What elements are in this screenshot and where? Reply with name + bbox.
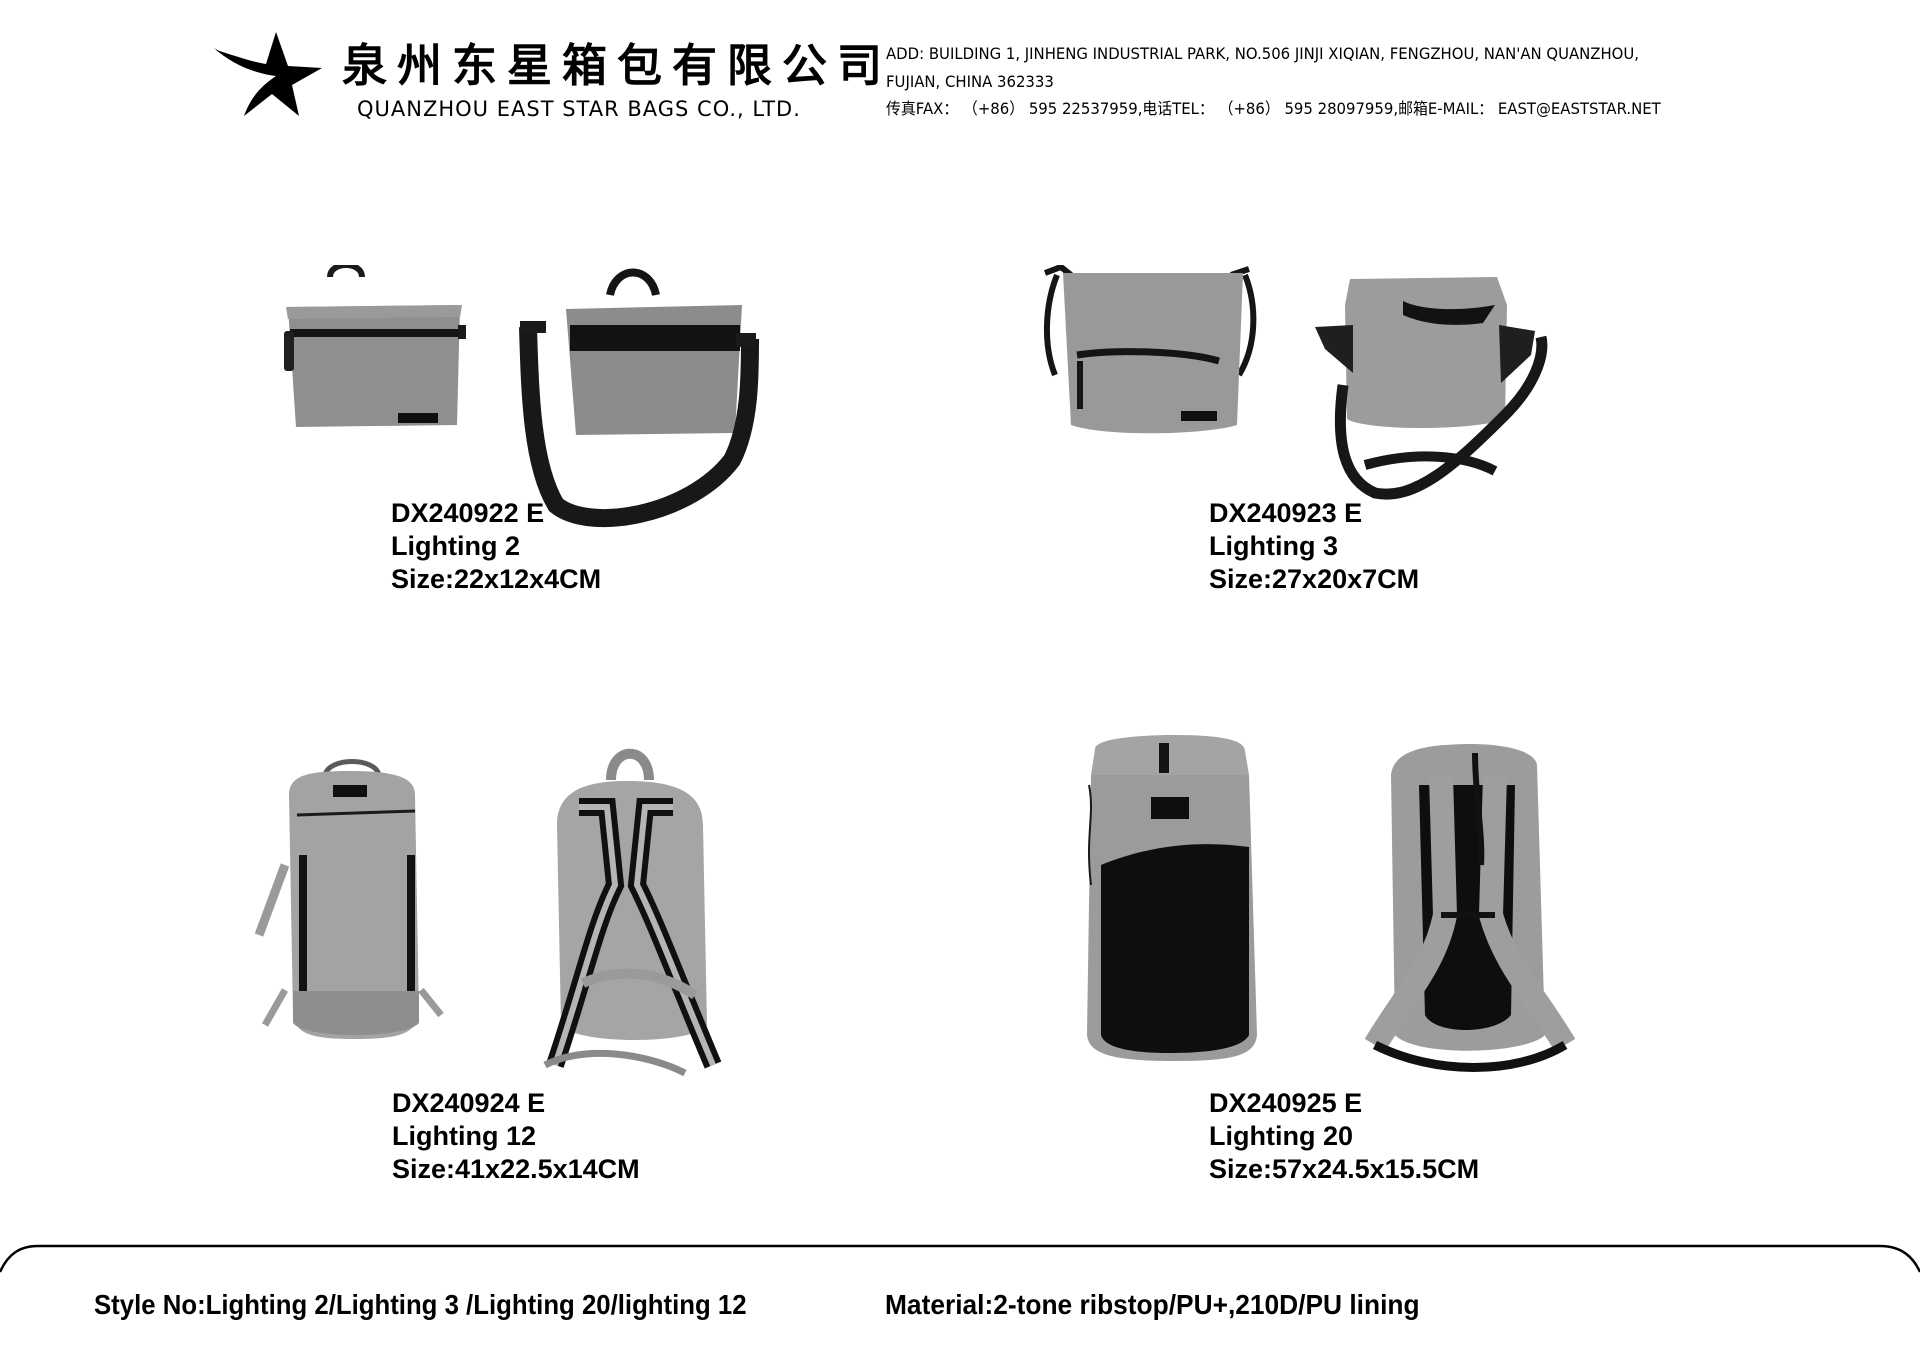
product-size: Size:22x12x4CM (391, 564, 602, 594)
company-name-en: QUANZHOU EAST STAR BAGS CO., LTD. (357, 97, 801, 121)
product-size: Size:41x22.5x14CM (392, 1154, 640, 1184)
product-code: DX240925 E (1209, 1088, 1363, 1118)
address-line-2: FUJIAN, CHINA 362333 (886, 71, 1054, 91)
product-name: Lighting 12 (392, 1121, 536, 1151)
product-info-lighting-20: DX240925 E Lighting 20 Size:57x24.5x15.5… (1209, 1087, 1479, 1186)
footer-divider (0, 1244, 1920, 1273)
product-name: Lighting 2 (391, 531, 520, 561)
product-name: Lighting 3 (1209, 531, 1338, 561)
product-name: Lighting 20 (1209, 1121, 1353, 1151)
product-size: Size:57x24.5x15.5CM (1209, 1154, 1480, 1184)
address-line-1: ADD: BUILDING 1, JINHENG INDUSTRIAL PARK… (886, 44, 1639, 63)
product-photo-lighting-3 (1043, 265, 1548, 500)
product-code: DX240924 E (392, 1088, 546, 1118)
company-name-cn: 泉州东星箱包有限公司 (342, 39, 893, 92)
product-photo-lighting-20 (1087, 735, 1576, 1072)
product-code: DX240923 E (1209, 498, 1363, 528)
product-photo-lighting-2 (284, 265, 759, 527)
product-info-lighting-12: DX240924 E Lighting 12 Size:41x22.5x14CM (392, 1087, 640, 1186)
letterhead: 泉州东星箱包有限公司 QUANZHOU EAST STAR BAGS CO., … (0, 0, 1920, 130)
product-photo-lighting-12 (254, 748, 722, 1077)
style-numbers: Style No:Lighting 2/Lighting 3 /Lighting… (94, 1289, 747, 1320)
material-spec: Material:2-tone ribstop/PU+,210D/PU lini… (885, 1289, 1420, 1320)
product-code: DX240922 E (391, 498, 545, 528)
contact-line: 传真FAX： （+86） 595 22537959,电话TEL： （+86） 5… (886, 99, 1661, 118)
product-info-lighting-2: DX240922 E Lighting 2 Size:22x12x4CM (391, 497, 601, 596)
product-size: Size:27x20x7CM (1209, 564, 1420, 594)
product-info-lighting-3: DX240923 E Lighting 3 Size:27x20x7CM (1209, 497, 1419, 596)
company-address: ADD: BUILDING 1, JINHENG INDUSTRIAL PARK… (886, 40, 1661, 123)
star-logo-icon (214, 32, 322, 116)
